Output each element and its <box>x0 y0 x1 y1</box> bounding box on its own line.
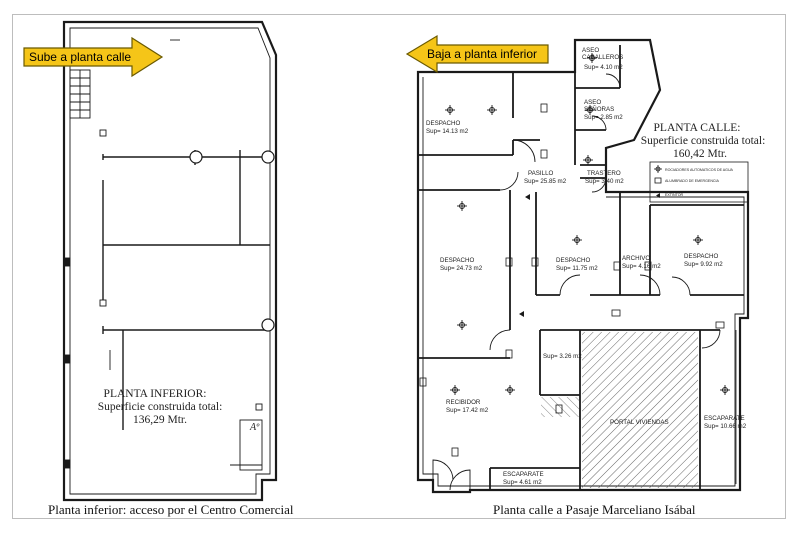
left-partitions <box>102 150 270 430</box>
room-labels: ASEO CABALLEROS Sup= 4.10 m2 ASEO SEÑORA… <box>426 47 747 486</box>
room-area: Sup= 2.85 m2 <box>584 114 623 121</box>
left-stairs <box>69 69 91 119</box>
room-area: Sup= 9.92 m2 <box>684 261 723 268</box>
left-plan-mark: Aº <box>249 422 260 433</box>
left-outer-wall <box>62 20 278 502</box>
room-area: Sup= 17.42 m2 <box>446 407 489 414</box>
room-area: Sup= 10.66 m2 <box>704 423 747 430</box>
right-plan-area-label: Superficie construida total: <box>641 135 766 147</box>
extinguisher-icons <box>519 194 530 317</box>
portal-hatch-small <box>541 397 579 417</box>
arrow-up-to-street: Sube a planta calle <box>23 36 164 78</box>
room-name: ARCHIVO <box>622 255 650 262</box>
room-name: CABALLEROS <box>582 54 623 61</box>
room-area: Sup= 14.13 m2 <box>426 128 469 135</box>
emergency-light-icons <box>419 103 725 457</box>
left-plan-title: PLANTA INFERIOR: <box>104 388 207 400</box>
portal-hatch <box>582 332 698 488</box>
right-plan-caption: Planta calle a Pasaje Marceliano Isábal <box>493 502 696 517</box>
left-column <box>261 318 275 332</box>
right-arrow-label: Baja a planta inferior <box>427 47 537 61</box>
room-area: Sup= 4.61 m2 <box>503 479 542 486</box>
room-name: DESPACHO <box>426 120 460 127</box>
left-column <box>189 150 203 164</box>
left-arrow-label: Sube a planta calle <box>29 50 131 64</box>
room-name: SEÑORAS <box>584 106 614 113</box>
room-area: Sup= 11.75 m2 <box>556 265 598 272</box>
room-name: RECIBIDOR <box>446 399 481 406</box>
room-area: Sup= 3.40 m2 <box>585 178 624 185</box>
legend-item: EXTINTOR <box>665 193 684 197</box>
room-name: PORTAL VIVIENDAS <box>610 419 669 426</box>
room-name: ESCAPARATE <box>503 471 544 478</box>
right-walls <box>418 45 744 490</box>
right-outer-wall <box>416 38 750 494</box>
room-area: Sup= 4.16 m2 <box>622 263 661 270</box>
left-arrow-shape <box>23 36 164 78</box>
left-plan <box>62 20 278 502</box>
room-name: PASILLO <box>528 170 554 177</box>
right-plan <box>416 38 750 494</box>
left-plan-caption: Planta inferior: acceso por el Centro Co… <box>48 502 294 517</box>
legend-text: ROCIADORES AUTOMATICOS DE AGUA ALUMBRADO… <box>665 168 734 197</box>
legend-box <box>649 161 749 203</box>
arrow-down-to-lower: Baja a planta inferior <box>405 34 549 74</box>
room-name: DESPACHO <box>556 257 590 264</box>
legend-item: ROCIADORES AUTOMATICOS DE AGUA <box>665 168 734 172</box>
room-area: Sup= 24.73 m2 <box>440 265 483 272</box>
room-area: Sup= 4.10 m2 <box>584 64 623 71</box>
right-plan-area-value: 160,42 Mtr. <box>673 148 727 160</box>
room-name: DESPACHO <box>684 253 718 260</box>
room-name: ASEO <box>584 99 601 106</box>
left-plan-area-value: 136,29 Mtr. <box>133 414 187 426</box>
image-frame <box>12 14 786 519</box>
right-plan-title: PLANTA CALLE: <box>654 122 741 134</box>
legend-item: ALUMBRADO DE EMERGENCIA <box>665 179 720 183</box>
room-area: Sup= 25.85 m2 <box>524 178 567 185</box>
room-name: DESPACHO <box>440 257 474 264</box>
left-inner-wall <box>69 27 271 495</box>
room-name: TRASTERO <box>587 170 621 177</box>
room-area: Sup= 3.26 m2 <box>543 353 582 360</box>
right-arrow-shape <box>405 34 549 74</box>
left-details <box>63 39 263 471</box>
room-name: ASEO <box>582 47 599 54</box>
sprinkler-icons <box>445 53 730 395</box>
room-name: ESCAPARATE <box>704 415 745 422</box>
left-plan-area-label: Superficie construida total: <box>98 401 223 413</box>
left-column <box>261 150 275 164</box>
right-doors <box>432 73 721 491</box>
